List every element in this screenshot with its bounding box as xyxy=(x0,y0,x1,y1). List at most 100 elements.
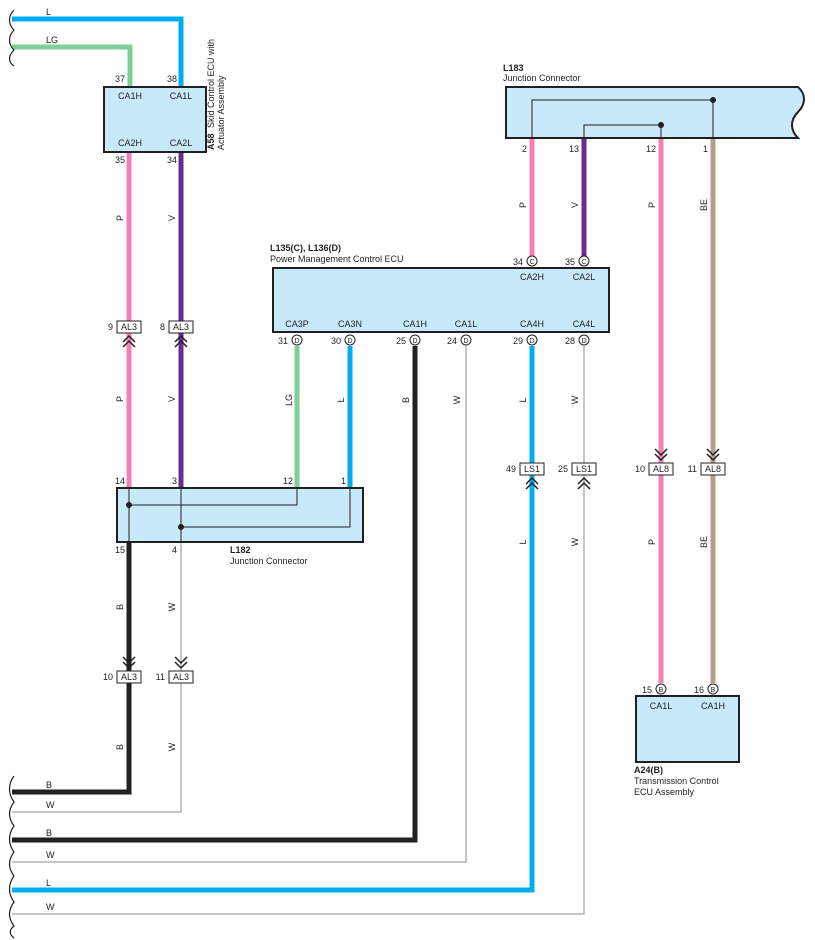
l182-junction-box xyxy=(116,487,364,543)
wire-label-b: B xyxy=(115,604,125,610)
wire-w-ca4l xyxy=(12,346,585,915)
l183-code: L183 xyxy=(503,63,524,73)
l182-splice-dot xyxy=(126,502,132,508)
wires xyxy=(12,16,716,915)
al3-pin-9: 9 xyxy=(108,322,113,332)
wire-l-ca4h xyxy=(12,346,535,893)
wire-label-w: W xyxy=(46,800,55,810)
wire-label-lg: LG xyxy=(284,394,294,406)
l135-pin-d-label: D xyxy=(294,338,299,345)
wire-w-l182 xyxy=(12,543,182,813)
wire-label-w: W xyxy=(167,602,177,611)
a24-pin-b-label: B xyxy=(711,687,716,694)
al8-label: AL8 xyxy=(705,464,721,474)
a24-pin-b-label: B xyxy=(659,687,664,694)
wire-label-p: P xyxy=(115,396,125,402)
l135-pin-d-marker xyxy=(291,334,303,346)
wire-label-l: L xyxy=(518,539,528,544)
al3-label: AL3 xyxy=(121,322,137,332)
l135-pin-d-label: D xyxy=(529,338,534,345)
a58-pin-38: 38 xyxy=(167,74,177,84)
a24-pin-b-marker xyxy=(655,683,667,695)
a24-ecu-box xyxy=(635,695,740,763)
wire-l-top xyxy=(12,16,184,87)
l183-splice-dot xyxy=(658,122,664,128)
l135-pin-d-label: D xyxy=(463,338,468,345)
l135-pin-ca4h: CA4H xyxy=(520,319,544,329)
a58-title-group: A58 Skid Control ECU with Actuator Assem… xyxy=(206,39,226,150)
wire-label-b: B xyxy=(401,397,411,403)
l182-internal-lines xyxy=(128,488,351,543)
al8-box xyxy=(648,462,674,476)
ls1-connector: LS1 49 LS1 25 xyxy=(506,462,597,476)
wire-label-v: V xyxy=(167,396,177,402)
wire-label-p: P xyxy=(518,202,528,208)
l182-name: Junction Connector xyxy=(230,556,308,566)
wire-label-l: L xyxy=(46,878,51,888)
a58-code: A58 xyxy=(206,133,216,150)
l135-pin-d-label: D xyxy=(412,338,417,345)
l135-pin-d-marker xyxy=(526,334,538,346)
wire-label-w: W xyxy=(570,395,580,404)
a58-pin-ca2h: CA2H xyxy=(118,138,142,148)
al3-box xyxy=(168,670,194,684)
a58-pin-35: 35 xyxy=(115,155,125,165)
l135-pin-ca1h: CA1H xyxy=(403,319,427,329)
l182-pin-12: 12 xyxy=(283,476,293,486)
l135-code: L135(C), L136(D) xyxy=(270,243,341,253)
l183-internal-lines xyxy=(531,99,714,138)
wire-label-be: BE xyxy=(699,536,709,548)
l182-splice-dot xyxy=(178,524,184,530)
al8-connector: AL8 10 AL8 11 xyxy=(635,462,726,476)
al3-pin-8: 8 xyxy=(160,322,165,332)
l183-pin-12: 12 xyxy=(646,144,656,154)
ls1-box xyxy=(571,462,597,476)
l135-pin-d-label: D xyxy=(581,338,586,345)
wire-label-b: B xyxy=(115,744,125,750)
l135-pin-ca3p: CA3P xyxy=(285,319,309,329)
a58-pin-ca1h: CA1H xyxy=(118,91,142,101)
l135-pin-ca3n: CA3N xyxy=(338,319,362,329)
l135-pin-25: 25 xyxy=(396,336,406,346)
break-mark-bottom xyxy=(8,775,15,939)
l135-pin-35: 35 xyxy=(565,257,575,267)
a24-name-line1: Transmission Control xyxy=(634,776,719,786)
al3-box xyxy=(168,320,194,334)
a24-name-line2: ECU Assembly xyxy=(634,787,695,797)
l135-pin-28: 28 xyxy=(565,336,575,346)
l183-name: Junction Connector xyxy=(503,73,581,83)
l135-pin-34: 34 xyxy=(513,257,523,267)
al3-label: AL3 xyxy=(121,672,137,682)
l183-splice-dot xyxy=(710,97,716,103)
l135-pin-c-marker xyxy=(526,255,538,267)
ls1-pin-25: 25 xyxy=(558,464,568,474)
l135-pin-d-label: D xyxy=(347,338,352,345)
a24-code: A24(B) xyxy=(634,765,663,775)
a58-pin-37: 37 xyxy=(115,74,125,84)
wire-label-v: V xyxy=(570,202,580,208)
a58-pin-ca1l: CA1L xyxy=(170,91,193,101)
wire-label-b: B xyxy=(46,780,52,790)
l182-pin-15: 15 xyxy=(115,545,125,555)
al3-connector-lower: AL3 10 AL3 11 xyxy=(103,670,194,684)
l182-code: L182 xyxy=(230,545,251,555)
power-management-ecu-box xyxy=(272,267,610,333)
wire-label-w: W xyxy=(167,742,177,751)
l135-bottom-pins: 31 D 30 D 25 D 24 D 29 D 28 D xyxy=(278,334,590,346)
wire-b-ca1h xyxy=(12,346,418,843)
wire-label-w: W xyxy=(46,902,55,912)
wire-label-lg: LG xyxy=(46,35,58,45)
l135-name: Power Management Control ECU xyxy=(270,254,404,264)
l182-pin-1: 1 xyxy=(341,476,346,486)
ls1-pin-49: 49 xyxy=(506,464,516,474)
a58-pin-ca2l: CA2L xyxy=(170,138,193,148)
l135-pin-c-label: C xyxy=(581,259,586,266)
al3-box xyxy=(116,670,142,684)
l135-pin-d-marker xyxy=(460,334,472,346)
al3-label: AL3 xyxy=(173,322,189,332)
wire-label-p: P xyxy=(115,215,125,221)
wire-label-p: P xyxy=(647,539,657,545)
al3-box xyxy=(116,320,142,334)
l182-pin-4: 4 xyxy=(172,545,177,555)
